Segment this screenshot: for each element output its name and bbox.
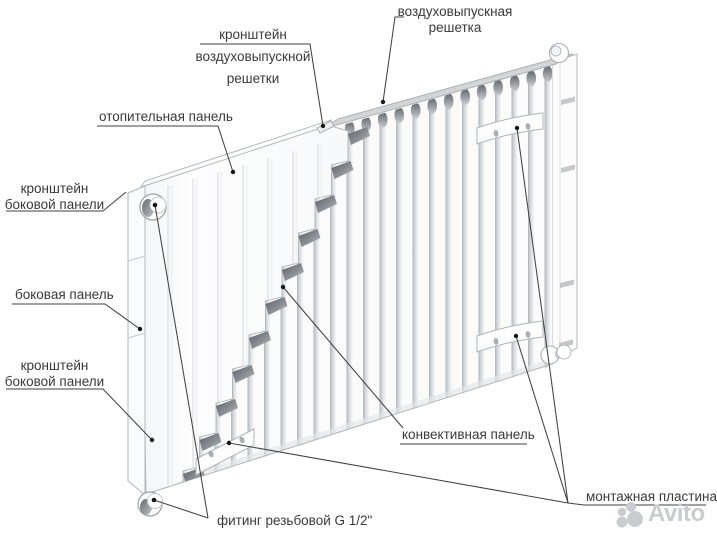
avito-flower-icon <box>616 502 643 528</box>
side-panel-left <box>127 185 146 497</box>
leader-dots <box>137 99 520 503</box>
label-side-panel: боковая панель <box>15 287 114 302</box>
grille-bracket <box>316 120 335 134</box>
label-line: воздуховыпускной <box>195 49 311 64</box>
mounting-plate-upper-right <box>476 112 544 145</box>
label-line: воздуховыпускная <box>397 4 513 19</box>
label-line: боковой панели <box>4 373 105 389</box>
label-side-panel-bracket-bottom: кронштейн боковой панели <box>0 358 109 389</box>
label-line: кронштейн <box>20 358 89 373</box>
label-line: боковой панели <box>4 196 105 212</box>
label-mounting-plate: монтажная пластина <box>586 489 717 504</box>
label-line: кронштейн <box>219 27 287 42</box>
mounting-plate-lower-right <box>476 320 544 353</box>
radiator-bottom-edge <box>145 363 553 495</box>
fitting-top-left <box>139 193 167 221</box>
label-line: кронштейн <box>20 181 89 196</box>
label-line: решетка <box>428 19 482 35</box>
panel-top-face <box>139 119 333 188</box>
fitting-top-right <box>548 42 570 64</box>
avito-watermark: Avito <box>612 499 705 531</box>
fitting-bottom-left <box>137 491 163 517</box>
label-line: решетки <box>226 71 280 86</box>
label-convective-panel: конвективная панель <box>402 427 535 442</box>
mounting-plate-lower-middle <box>195 428 255 476</box>
cutaway-fin-openings <box>183 127 370 485</box>
air-outlet-grille <box>316 53 573 134</box>
label-side-panel-bracket-top: кронштейн боковой панели <box>0 181 109 212</box>
fitting-bottom-right <box>540 344 572 365</box>
leader-lines <box>6 16 706 519</box>
label-threaded-fitting: фитинг резьбовой G 1/2" <box>217 513 373 528</box>
label-air-grille-bracket: кронштейн воздуховыпускной решетки <box>190 24 316 90</box>
avito-wordmark: Avito <box>648 500 705 527</box>
label-air-grille: воздуховыпускная решетка <box>397 4 513 35</box>
label-heating-panel: отопительная панель <box>99 109 233 124</box>
